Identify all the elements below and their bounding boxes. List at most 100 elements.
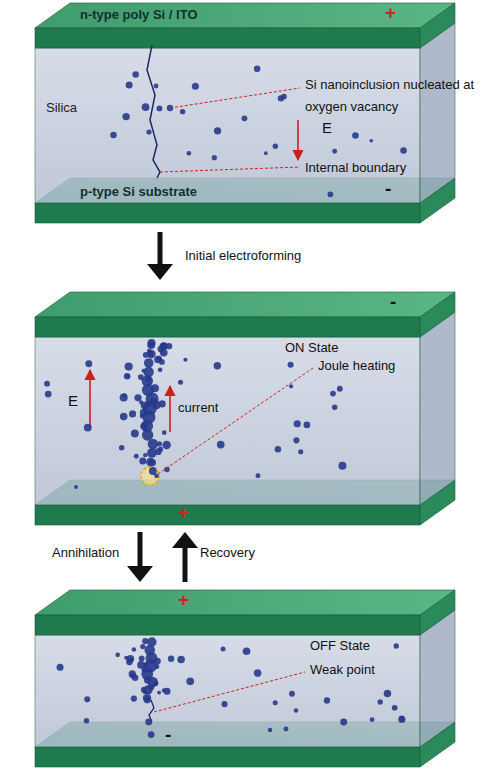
- si-nanoinclusion: [340, 719, 347, 726]
- si-nanoinclusion: [145, 719, 152, 726]
- si-nanoinclusion: [120, 393, 128, 401]
- si-nanoinclusion: [288, 362, 294, 368]
- si-nanoinclusion: [330, 391, 336, 397]
- si-nanoinclusion: [281, 94, 287, 100]
- si-nanoinclusion: [289, 691, 295, 697]
- si-nanoinclusion: [327, 191, 333, 197]
- si-nanoinclusion: [273, 700, 278, 705]
- si-nanoinclusion: [243, 647, 251, 655]
- si-nanoinclusion: [154, 658, 161, 665]
- layer-name: p-type Si substrate: [80, 184, 197, 200]
- si-nanoinclusion: [221, 646, 226, 651]
- si-nanoinclusion: [140, 409, 148, 417]
- si-nanoinclusion: [158, 367, 163, 372]
- si-nanoinclusion: [132, 71, 139, 78]
- top-electrode: [35, 317, 420, 337]
- si-nanoinclusion: [294, 708, 298, 712]
- step-label: Initial electroforming: [185, 248, 301, 264]
- si-nanoinclusion: [145, 376, 151, 382]
- si-nanoinclusion: [84, 424, 92, 432]
- leader-line: [170, 88, 300, 108]
- si-nanoinclusion: [264, 151, 268, 155]
- internal-boundary: [147, 45, 160, 178]
- si-nanoinclusion: [144, 696, 151, 703]
- si-nanoinclusion: [151, 384, 159, 392]
- state-label: OFF State: [310, 638, 370, 654]
- si-nanoinclusion: [283, 726, 288, 731]
- si-nanoinclusion: [254, 65, 261, 72]
- si-nanoinclusion: [180, 109, 185, 114]
- si-nanoinclusion: [110, 132, 117, 139]
- si-nanoinclusion: [127, 655, 134, 662]
- si-nanoinclusion: [178, 380, 183, 385]
- callout-text: Joule heating: [318, 358, 395, 374]
- field-label: E: [68, 392, 78, 410]
- si-nanoinclusion: [142, 369, 146, 373]
- si-nanoinclusion: [324, 697, 330, 703]
- si-nanoinclusion: [157, 356, 162, 361]
- si-nanoinclusion: [120, 413, 128, 421]
- si-nanoinclusion: [84, 696, 90, 702]
- si-nanoinclusion: [255, 473, 260, 478]
- silica-layer: [35, 337, 420, 505]
- si-nanoinclusion: [212, 155, 217, 160]
- si-nanoinclusion: [122, 113, 129, 120]
- device-stack: [35, 590, 455, 767]
- si-nanoinclusion: [142, 103, 150, 111]
- leader-line: [154, 672, 305, 712]
- si-nanoinclusion: [268, 728, 272, 732]
- si-nanoinclusion: [141, 687, 147, 693]
- weak-point-line: [149, 700, 154, 722]
- si-nanoinclusion: [162, 441, 171, 450]
- si-nanoinclusion: [332, 404, 337, 409]
- si-nanoinclusion: [160, 342, 168, 350]
- field-arrow: [297, 120, 299, 160]
- callout-text: Weak point: [310, 662, 375, 678]
- si-nanoinclusion: [142, 638, 148, 644]
- process-arrow: [172, 532, 198, 582]
- si-nanoinclusion: [186, 151, 191, 156]
- si-nanoinclusion: [293, 437, 299, 443]
- si-nanoinclusion: [186, 677, 194, 685]
- si-nanoinclusion: [144, 358, 154, 368]
- silica-layer: [35, 48, 420, 203]
- top-electrode: [35, 590, 455, 615]
- bottom-electrode: [35, 747, 420, 767]
- si-nanoinclusions: [44, 65, 407, 738]
- current-label: current: [178, 400, 218, 416]
- si-nanoinclusion: [183, 358, 187, 362]
- si-nanoinclusion: [146, 129, 151, 134]
- polarity-sign: +: [178, 589, 189, 612]
- callout-text: Internal boundary: [305, 160, 406, 176]
- si-nanoinclusion: [164, 688, 171, 695]
- polarity-sign: +: [178, 502, 189, 525]
- top-electrode: [35, 28, 420, 48]
- top-electrode: [420, 292, 455, 337]
- si-nanoinclusion: [147, 349, 151, 353]
- si-nanoinclusion: [125, 362, 133, 370]
- si-nanoinclusion: [157, 105, 163, 111]
- polarity-sign: -: [385, 178, 391, 201]
- si-nanoinclusion: [149, 459, 156, 466]
- si-nanoinclusion: [242, 115, 248, 121]
- si-nanoinclusion: [85, 360, 92, 367]
- top-electrode: [35, 3, 455, 28]
- si-nanoinclusion: [143, 662, 148, 667]
- si-nanoinclusion: [214, 362, 222, 370]
- si-nanoinclusion: [155, 448, 162, 455]
- material-name: Silica: [46, 100, 77, 116]
- si-nanoinclusion: [74, 485, 78, 489]
- si-nanoinclusion: [157, 691, 161, 695]
- si-nanoinclusion: [338, 462, 346, 470]
- si-nanoinclusion: [144, 676, 151, 683]
- si-nanoinclusion: [126, 374, 130, 378]
- si-nanoinclusion: [154, 84, 159, 89]
- si-nanoinclusion: [143, 352, 149, 358]
- si-nanoinclusion: [221, 701, 227, 707]
- si-nanoinclusion: [275, 446, 282, 453]
- process-arrow: [127, 532, 153, 582]
- current-arrow: [169, 386, 171, 432]
- si-nanoinclusion: [369, 139, 373, 143]
- si-nanoinclusion: [352, 132, 359, 139]
- si-nanoinclusion: [294, 420, 301, 427]
